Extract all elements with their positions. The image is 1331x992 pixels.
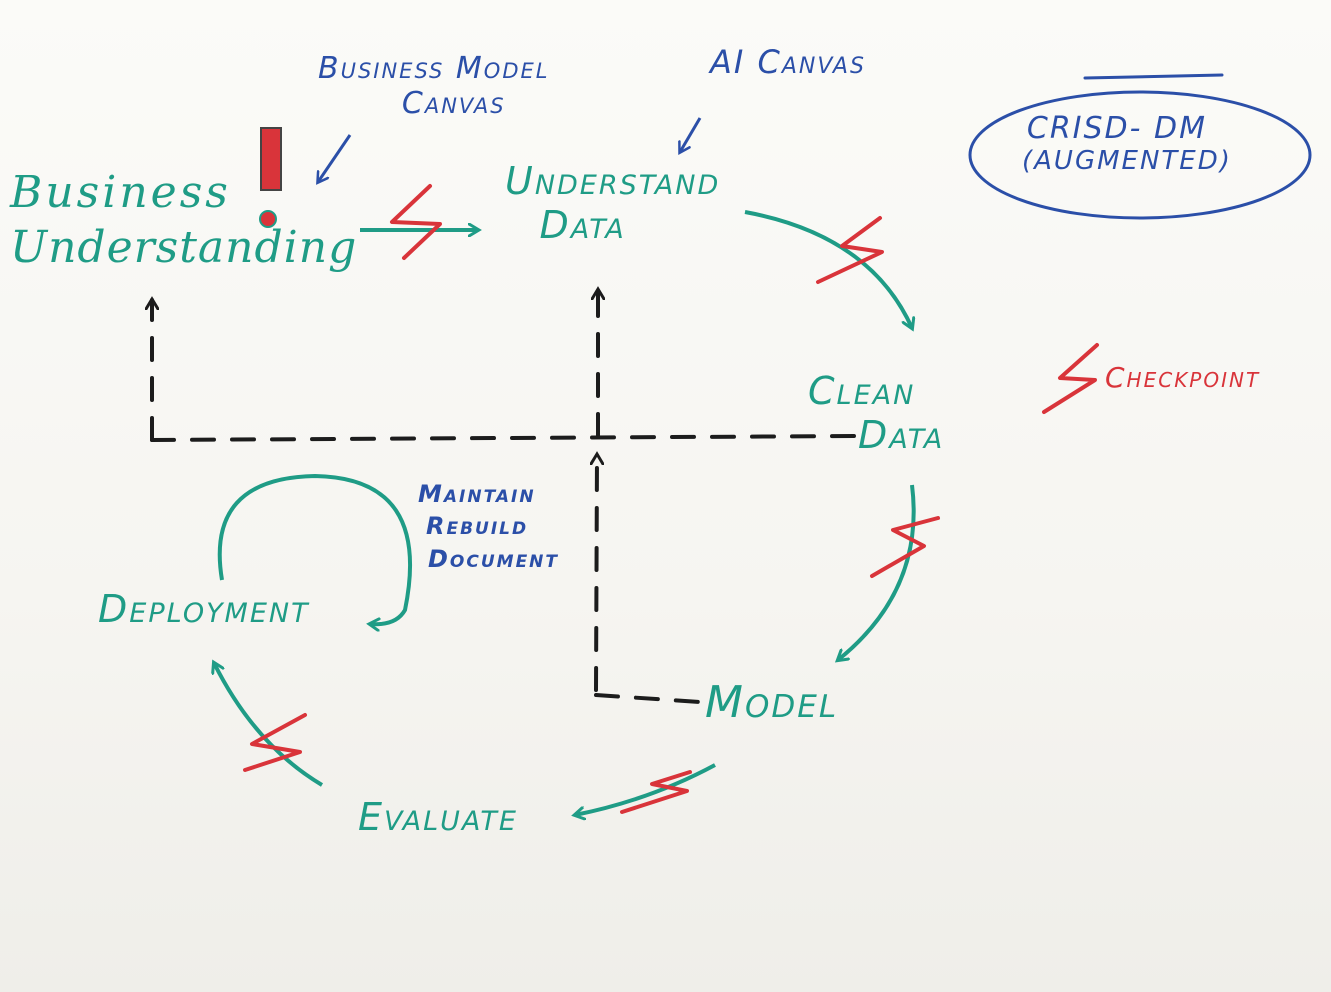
marker-dot <box>259 210 277 228</box>
ai-canvas-pointer-arrow <box>680 117 702 152</box>
loop-note-line1: Maintain <box>418 480 536 508</box>
checkpoint-mark <box>243 713 307 772</box>
legend-checkpoint-mark <box>1042 343 1099 414</box>
loop-note: Maintain Rebuild Document <box>418 478 559 575</box>
feedback-dashed-lines <box>150 290 857 704</box>
bmc-line1: Business Model <box>318 51 550 86</box>
loop-note-line2: Rebuild <box>426 512 529 541</box>
dashed-horizontal <box>150 434 857 442</box>
checkpoint-mark <box>870 516 940 578</box>
dashed-model-vertical <box>596 455 597 692</box>
top-stroke <box>1083 73 1224 80</box>
stage-evaluate: Evaluate <box>358 795 518 839</box>
arrow-evaluate-to-deployment <box>214 663 324 787</box>
stage-label-line2: Data <box>858 412 945 457</box>
legend-checkpoint-label: Checkpoint <box>1105 361 1261 394</box>
checkpoint-mark <box>390 184 442 260</box>
marker-doodle <box>260 127 282 191</box>
title-line1: CRISD- DM <box>1026 111 1208 146</box>
deployment-loop-arrow <box>217 473 413 624</box>
bmc-line2: Canvas <box>401 85 506 121</box>
arrow-model-to-evaluate <box>575 763 716 815</box>
stage-label-line2: Understanding <box>10 222 358 273</box>
diagram-title: CRISD- DM (AUGMENTED) <box>1002 111 1232 176</box>
stage-business-understanding: Business Understanding <box>10 165 357 275</box>
dashed-to-model <box>594 693 702 704</box>
checkpoint-mark <box>816 216 884 284</box>
bmc-pointer-arrow <box>318 134 352 182</box>
business-model-canvas-note: Business Model Canvas <box>318 51 550 121</box>
stage-clean-data: Clean Data <box>808 369 945 457</box>
loop-note-line3: Document <box>428 544 560 573</box>
stage-label-line1: Clean <box>808 369 916 413</box>
ai-canvas-note: AI Canvas <box>710 43 866 81</box>
arrow-data-to-clean <box>744 210 912 328</box>
stage-understand-data: Understand Data <box>505 159 721 247</box>
stage-label-line1: Business <box>10 167 231 218</box>
stage-label-line2: Data <box>539 202 626 247</box>
stage-model: Model <box>705 677 839 728</box>
stage-label-line1: Understand <box>505 159 721 203</box>
title-line2: (AUGMENTED) <box>1022 145 1232 176</box>
stage-deployment: Deployment <box>98 587 310 631</box>
title-ellipse <box>968 90 1312 220</box>
arrow-clean-to-model <box>838 484 916 660</box>
checkpoint-mark <box>620 770 692 814</box>
